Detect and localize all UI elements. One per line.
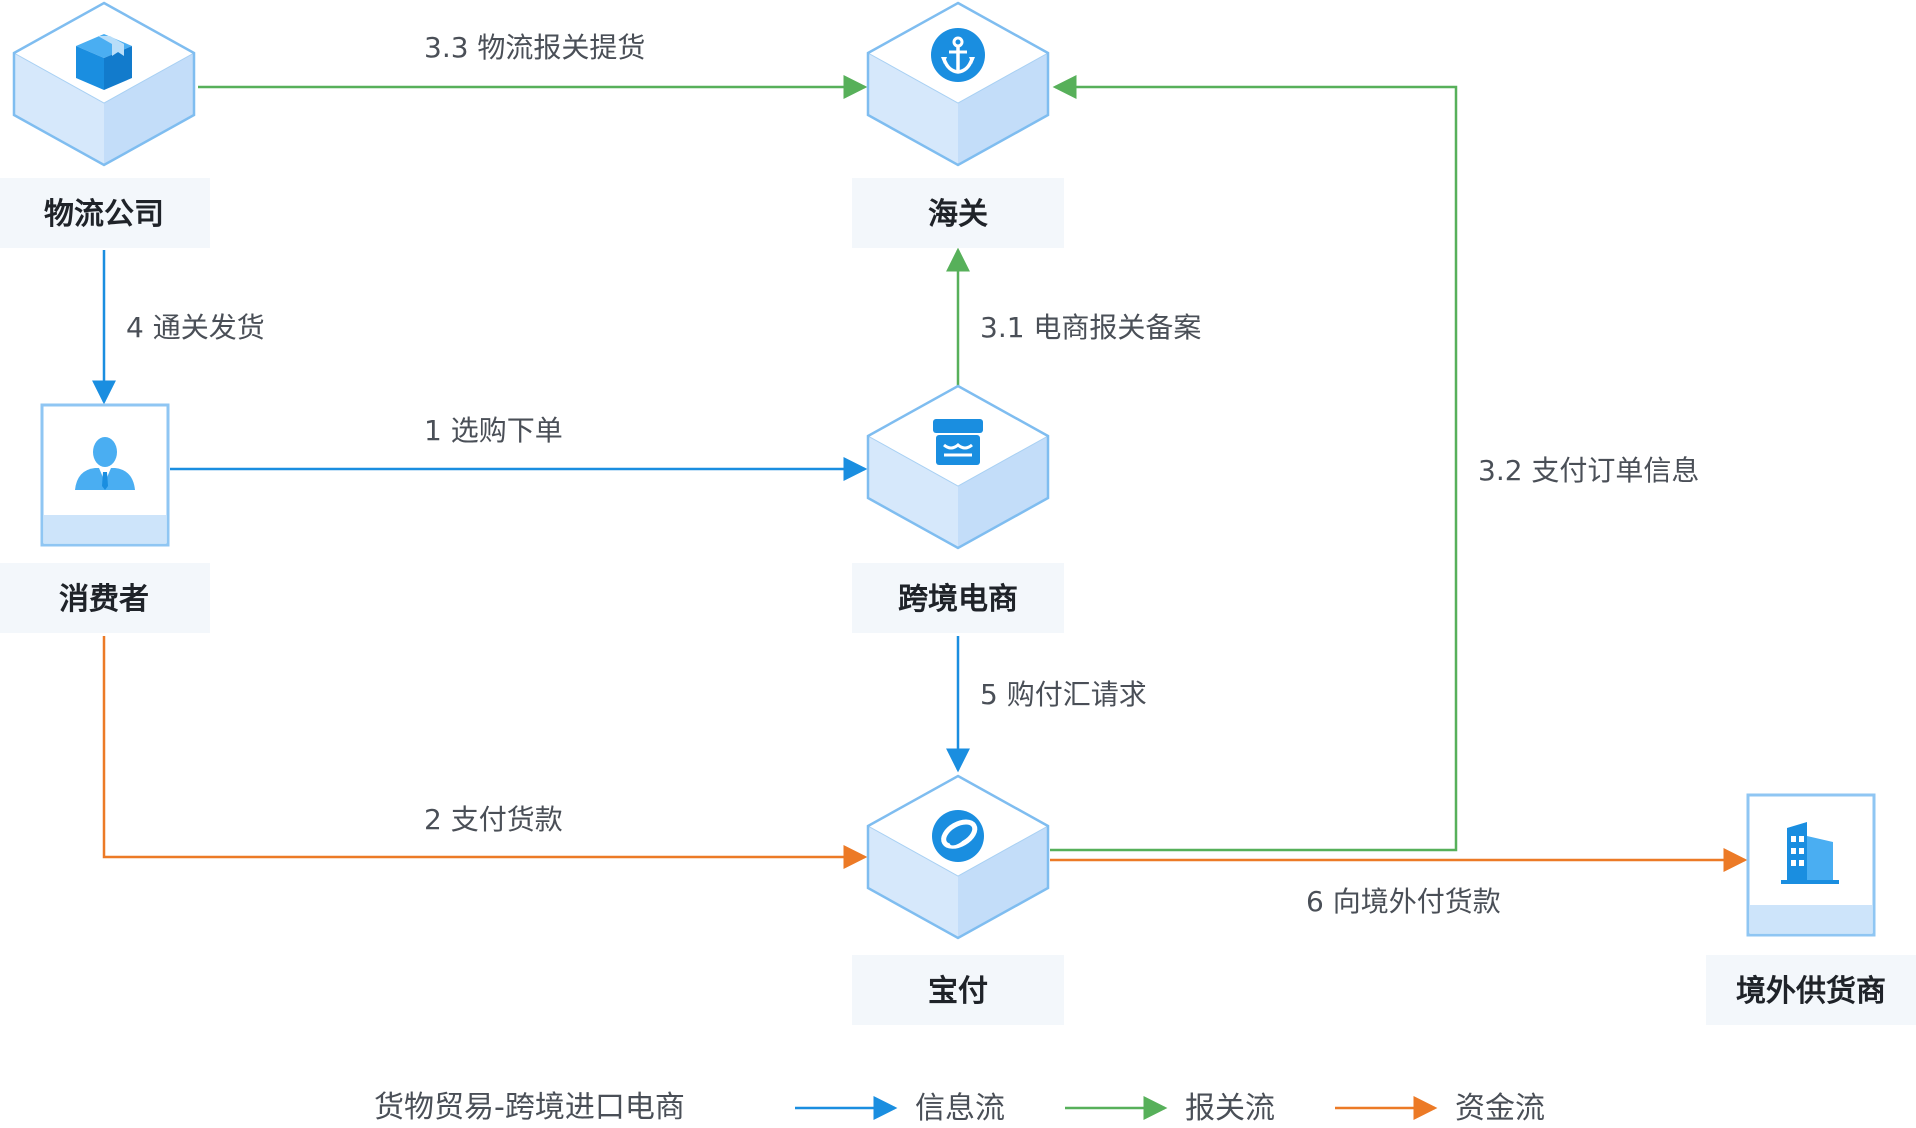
node-consumer xyxy=(40,403,170,547)
flow-label-3-1: 3.1 电商报关备案 xyxy=(980,311,1201,344)
label-bg-consumer xyxy=(0,563,210,633)
node-baofu xyxy=(866,774,1050,940)
node-logistics xyxy=(12,1,196,167)
label-bg-baofu xyxy=(852,955,1064,1025)
legend-label-customs: 报关流 xyxy=(1185,1091,1275,1126)
flow-label-4: 4 通关发货 xyxy=(126,311,265,344)
anchor-icon xyxy=(931,28,985,82)
node-label-consumer: 消费者 xyxy=(59,582,149,617)
node-label-baofu: 宝付 xyxy=(928,974,988,1009)
flow-line-2 xyxy=(102,636,868,869)
flow-label-1: 1 选购下单 xyxy=(424,414,563,447)
legend: 货物贸易-跨境进口电商 信息流 报关流 资金流 xyxy=(374,1090,1545,1126)
node-customs xyxy=(866,1,1050,167)
node-label-supplier: 境外供货商 xyxy=(1736,974,1886,1009)
flow-label-2: 2 支付货款 xyxy=(424,803,563,836)
label-bg-logistics xyxy=(0,178,210,248)
node-label-logistics: 物流公司 xyxy=(44,197,164,232)
label-bg-supplier xyxy=(1706,955,1916,1025)
flow-line-3-2 xyxy=(1050,75,1458,852)
package-icon xyxy=(76,34,132,90)
node-supplier xyxy=(1746,793,1876,937)
flow-label-5: 5 购付汇请求 xyxy=(980,678,1147,711)
label-bg-customs xyxy=(852,178,1064,248)
legend-title: 货物贸易-跨境进口电商 xyxy=(374,1090,685,1125)
user-icon xyxy=(75,437,135,490)
node-label-ecommerce: 跨境电商 xyxy=(898,582,1018,617)
flow-label-6: 6 向境外付货款 xyxy=(1306,885,1501,918)
label-bg-ecommerce xyxy=(852,563,1064,633)
flow-label-3-2: 3.2 支付订单信息 xyxy=(1478,454,1699,487)
building-icon xyxy=(1781,822,1839,884)
store-icon xyxy=(933,419,983,465)
legend-label-fund: 资金流 xyxy=(1455,1091,1545,1126)
node-label-customs: 海关 xyxy=(928,197,988,232)
legend-label-info: 信息流 xyxy=(915,1091,1005,1126)
flow-label-3-3: 3.3 物流报关提货 xyxy=(424,31,645,64)
node-ecommerce xyxy=(866,384,1050,550)
baofu-logo-icon xyxy=(932,810,984,862)
